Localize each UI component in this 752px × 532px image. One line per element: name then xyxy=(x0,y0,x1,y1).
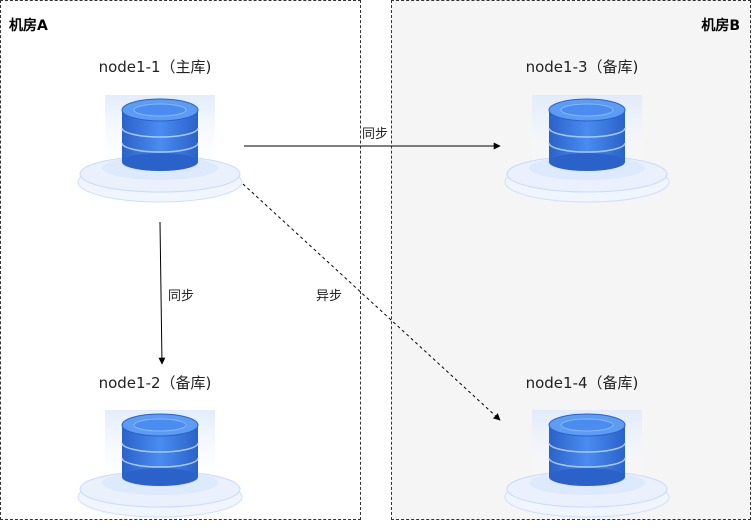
room-a-label: 机房A xyxy=(9,18,48,34)
edge-n1-n2 xyxy=(158,221,166,365)
database-icon-n2 xyxy=(77,410,243,518)
room-b-label: 机房B xyxy=(701,18,740,34)
node-label-n2: node1-2（备库) xyxy=(98,374,212,392)
node-label-n3: node1-3（备库) xyxy=(525,58,639,76)
database-icon-n3 xyxy=(504,95,670,203)
edge-label-n1-n3: 同步 xyxy=(362,127,389,142)
database-icon-n1 xyxy=(77,95,243,203)
database-icon-n4 xyxy=(504,410,670,518)
edge-label-n1-n2: 同步 xyxy=(168,289,195,304)
node-label-n4: node1-4（备库) xyxy=(525,374,639,392)
edge-n1-n4 xyxy=(242,183,501,421)
edge-label-n1-n4: 异步 xyxy=(316,289,343,304)
node-label-n1: node1-1（主库) xyxy=(98,58,212,76)
